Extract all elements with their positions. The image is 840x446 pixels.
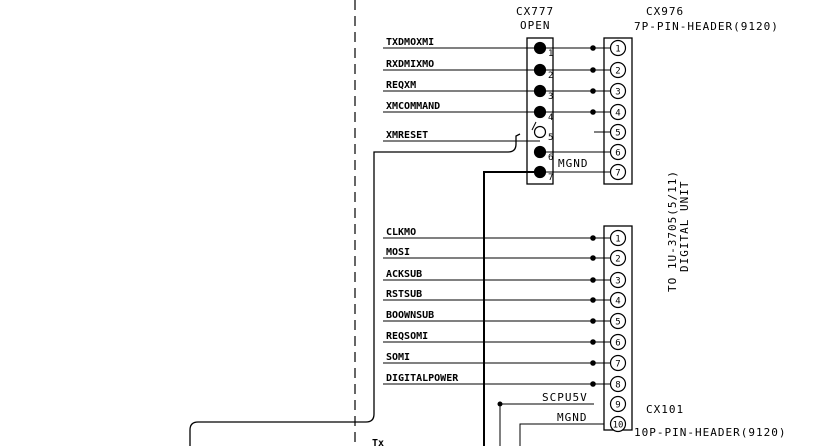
destination-label-1: TO 1U-3705(5/11) [666, 170, 679, 292]
signal-label-upper: XMRESET [386, 130, 428, 141]
cx101-pin-number: 6 [615, 339, 620, 349]
cx101-type-label: 10P-PIN-HEADER(9120) [634, 426, 786, 439]
crossing-wire [189, 133, 521, 446]
cx777-pin-number: 6 [548, 153, 553, 163]
cx101-pin-circle [609, 249, 627, 267]
wire-junction-dot [590, 255, 596, 261]
cx101-pin-number: 8 [615, 381, 620, 391]
cx101-pin-number: 9 [615, 401, 620, 411]
cx101-pin-number: 3 [615, 277, 620, 287]
cx777-pin-circle [533, 125, 547, 139]
signal-label-upper: TXDMOXMI [386, 37, 434, 48]
signal-label-lower: MOSI [386, 247, 410, 258]
signal-label-lower: RSTSUB [386, 289, 422, 300]
cx976-pin-number: 3 [615, 88, 620, 98]
signal-label-lower: CLKMO [386, 227, 416, 238]
signal-label-upper: REQXM [386, 80, 416, 91]
wire-junction-dot [590, 360, 596, 366]
cx101-pin-circle [609, 312, 627, 330]
cx101-pin-circle [609, 291, 627, 309]
wire-junction-dot [590, 88, 596, 94]
cx777-pin-number: 1 [548, 49, 553, 59]
cx976-pin-circle [609, 143, 627, 161]
cx101-pin-number: 1 [615, 235, 620, 245]
scpu5v-junction [497, 401, 503, 407]
cx777-pin-circle [533, 41, 547, 55]
mgnd-bus-wire [483, 171, 540, 446]
cx101-pin-number: 2 [615, 255, 620, 265]
destination-label-2: DIGITAL UNIT [678, 181, 691, 272]
wire-junction-dot [590, 297, 596, 303]
bottom-cut-text: Tx [372, 438, 384, 446]
cx976-pin-number: 1 [615, 45, 620, 55]
cx777-pin-number: 7 [548, 173, 553, 183]
signal-label-lower: ACKSUB [386, 269, 422, 280]
cx976-connector-body [603, 37, 633, 185]
signal-label-lower: SOMI [386, 352, 410, 363]
cx777-pin-circle [533, 165, 547, 179]
cx976-pin-circle [609, 82, 627, 100]
cx101-pin-number: 10 [613, 421, 624, 431]
cx777-open-label: OPEN [520, 19, 551, 32]
cx777-pin-number: 4 [548, 113, 553, 123]
cx777-pin-circle [533, 145, 547, 159]
cx101-pin-number: 4 [615, 297, 620, 307]
signal-label-lower: DIGITALPOWER [386, 373, 459, 384]
cx777-ref-label: CX777 [516, 5, 554, 18]
cx777-pin-circle [533, 84, 547, 98]
cx976-pin-circle [609, 103, 627, 121]
cx101-pin-number: 7 [615, 360, 620, 370]
cx101-pin-number: 5 [615, 318, 620, 328]
cx976-pin-circle [609, 163, 627, 181]
signal-label-upper: XMCOMMAND [386, 101, 440, 112]
cx976-ref-label: CX976 [646, 5, 684, 18]
cx777-pin-number: 5 [548, 133, 553, 143]
cx101-pin-circle [609, 375, 627, 393]
cx976-pin-circle [609, 123, 627, 141]
wire-junction-dot [590, 277, 596, 283]
scpu5v-label: SCPU5V [542, 391, 588, 404]
cx976-pin-number: 5 [615, 129, 620, 139]
cx777-pin-circle [533, 105, 547, 119]
wire-junction-dot [590, 339, 596, 345]
wire-junction-dot [590, 45, 596, 51]
wire-junction-dot [590, 235, 596, 241]
cx101-pin-circle [609, 229, 627, 247]
mgnd-label-upper: MGND [558, 157, 589, 170]
cx101-pin-circle [609, 271, 627, 289]
cx976-pin-circle [609, 39, 627, 57]
cx976-pin-number: 2 [615, 67, 620, 77]
cx101-pin-circle [609, 395, 627, 413]
wire-junction-dot [590, 318, 596, 324]
cx976-pin-circle [609, 61, 627, 79]
cx101-pin-circle [609, 415, 627, 433]
wire-junction-dot [590, 381, 596, 387]
wire-junction-dot [590, 67, 596, 73]
mgnd-lower-wire [519, 423, 604, 446]
cx777-pin-number: 2 [548, 71, 553, 81]
cx976-pin-number: 4 [615, 109, 620, 119]
mgnd-label-lower: MGND [557, 411, 588, 424]
signal-label-upper: RXDMIXMO [386, 59, 434, 70]
cx101-pin-circle [609, 333, 627, 351]
signal-label-lower: BOOWNSUB [386, 310, 434, 321]
cx976-type-label: 7P-PIN-HEADER(9120) [634, 20, 779, 33]
cx976-pin-number: 6 [615, 149, 620, 159]
cx777-connector-body [526, 37, 554, 185]
cx777-pin-number: 3 [548, 92, 553, 102]
wire-junction-dot [590, 109, 596, 115]
cx976-pin-number: 7 [615, 169, 620, 179]
cx777-pin-circle [533, 63, 547, 77]
cx101-ref-label: CX101 [646, 403, 684, 416]
signal-label-lower: REQSOMI [386, 331, 428, 342]
cx101-pin-circle [609, 354, 627, 372]
